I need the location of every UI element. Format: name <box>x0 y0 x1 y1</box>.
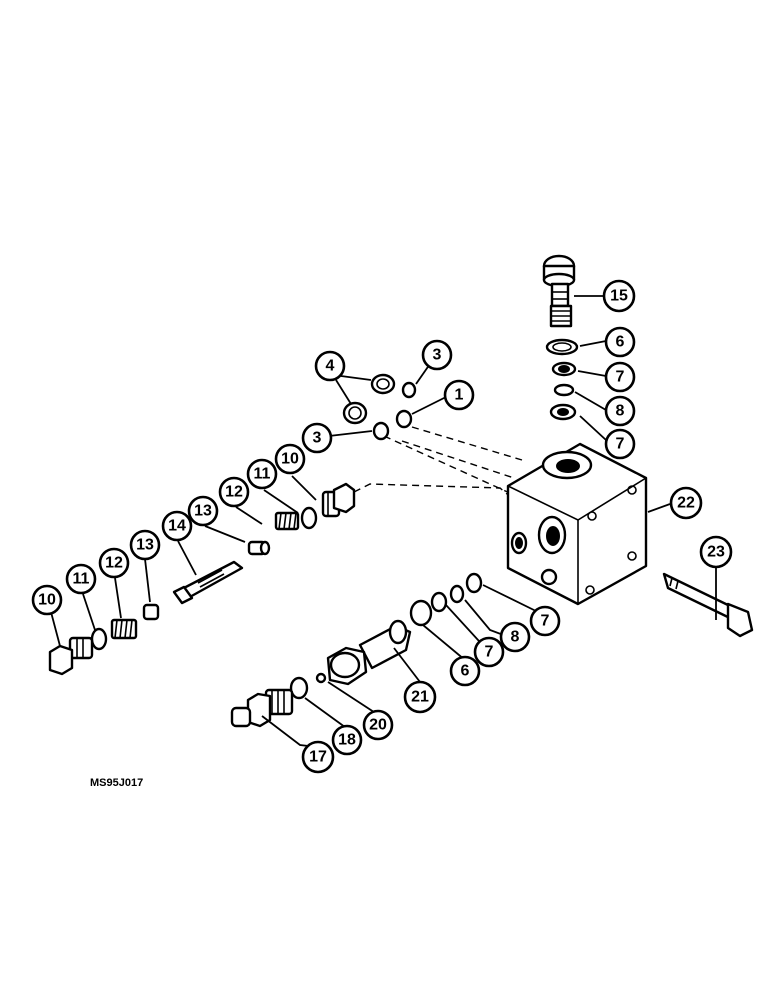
callout-6-lower: 6 <box>449 655 481 687</box>
mounting-bolt <box>662 572 754 638</box>
callout-17: 17 <box>301 740 335 774</box>
upper-seal-stack <box>545 338 579 421</box>
svg-text:23: 23 <box>707 544 725 561</box>
callout-4: 4 <box>314 350 346 382</box>
callout-7-d: 7 <box>473 636 505 668</box>
callout-10-right: 10 <box>274 443 306 475</box>
callout-1: 1 <box>443 379 475 411</box>
svg-text:6: 6 <box>461 663 470 680</box>
callout-12-left: 12 <box>98 547 130 579</box>
callout-14: 14 <box>161 510 193 542</box>
callout-10-left: 10 <box>31 584 63 616</box>
svg-text:10: 10 <box>281 451 299 468</box>
svg-text:3: 3 <box>313 430 322 447</box>
svg-text:13: 13 <box>194 503 212 520</box>
callout-11-right: 11 <box>246 458 278 490</box>
spring-left <box>110 618 138 640</box>
svg-text:13: 13 <box>136 537 154 554</box>
check-ball <box>315 672 327 684</box>
callout-18: 18 <box>331 724 363 756</box>
svg-text:11: 11 <box>73 571 90 588</box>
svg-text:17: 17 <box>309 749 327 766</box>
callout-11-left: 11 <box>65 563 97 595</box>
callout-3-upper: 3 <box>421 339 453 371</box>
valve-block <box>506 442 648 606</box>
callout-8-lower: 8 <box>499 621 531 653</box>
banjo-fitting <box>326 619 412 686</box>
callout-8-upper: 8 <box>604 395 636 427</box>
callout-21: 21 <box>403 680 437 714</box>
callout-13-left: 13 <box>129 529 161 561</box>
callout-12-right: 12 <box>218 476 250 508</box>
svg-text:3: 3 <box>433 347 442 364</box>
svg-text:8: 8 <box>511 629 520 646</box>
svg-text:11: 11 <box>254 466 271 483</box>
svg-text:7: 7 <box>541 613 550 630</box>
svg-text:14: 14 <box>168 518 186 535</box>
figure-id: MS95J017 <box>90 777 143 789</box>
svg-text:8: 8 <box>616 403 625 420</box>
callout-15: 15 <box>602 279 636 313</box>
callout-13-right: 13 <box>187 495 219 527</box>
svg-text:7: 7 <box>616 369 625 386</box>
alignment-lines <box>353 426 523 546</box>
svg-text:22: 22 <box>677 495 695 512</box>
callout-6-upper: 6 <box>604 326 636 358</box>
callout-7-c: 7 <box>529 605 561 637</box>
svg-text:15: 15 <box>610 288 628 305</box>
lower-seal-stack <box>409 572 483 627</box>
callout-20: 20 <box>362 709 394 741</box>
leader-lines <box>50 295 717 748</box>
callout-22: 22 <box>669 486 703 520</box>
cartridge-valve <box>542 254 576 328</box>
svg-text:10: 10 <box>38 592 56 609</box>
svg-text:12: 12 <box>105 555 123 572</box>
lower-washer <box>289 676 309 700</box>
callout-3-lower: 3 <box>301 422 333 454</box>
svg-text:18: 18 <box>338 732 356 749</box>
upper-o-rings <box>342 373 417 441</box>
svg-text:7: 7 <box>616 436 625 453</box>
svg-text:7: 7 <box>485 644 494 661</box>
svg-text:12: 12 <box>225 484 243 501</box>
svg-text:1: 1 <box>455 387 464 404</box>
svg-text:20: 20 <box>369 717 387 734</box>
svg-text:6: 6 <box>616 334 625 351</box>
callout-7-b: 7 <box>604 428 636 460</box>
spring-right <box>274 511 300 531</box>
hose-fitting <box>230 688 294 728</box>
svg-text:21: 21 <box>411 689 429 706</box>
callout-7-a: 7 <box>604 361 636 393</box>
svg-text:4: 4 <box>326 358 335 375</box>
callout-23: 23 <box>699 535 733 569</box>
left-relief-assembly <box>48 482 356 676</box>
